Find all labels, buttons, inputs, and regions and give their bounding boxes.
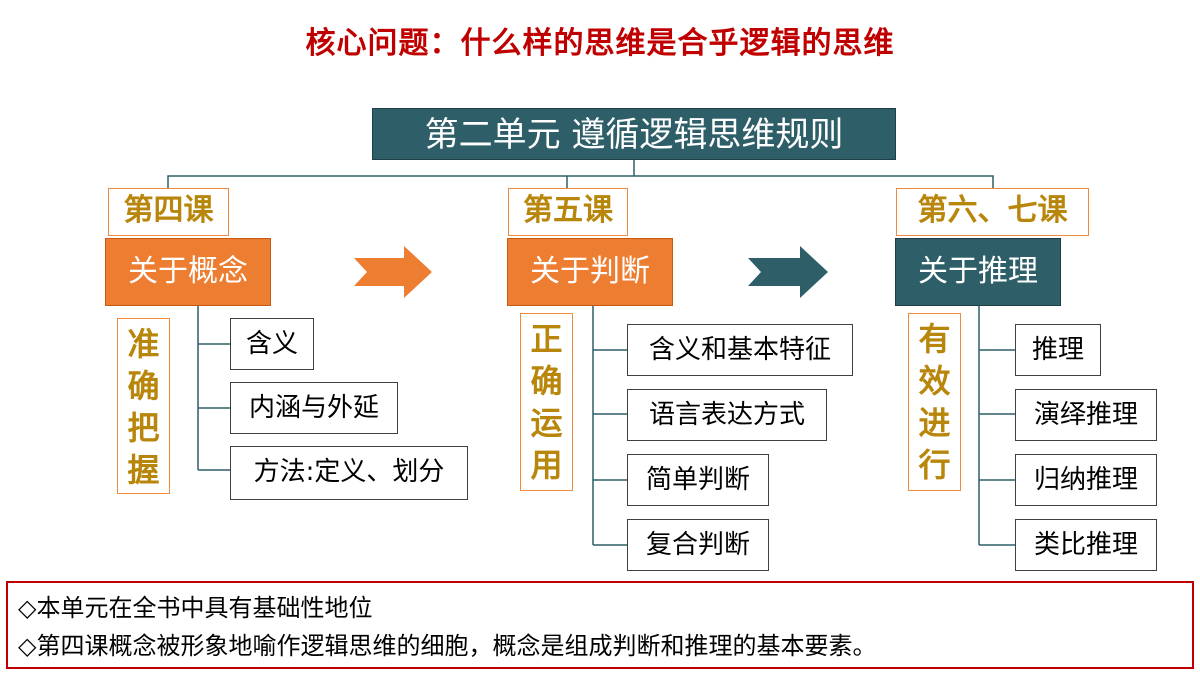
arrow-right-orange	[354, 246, 432, 298]
lesson-1-item: 方法:定义、划分	[230, 446, 468, 500]
principle-char: 正	[530, 320, 563, 358]
lesson-tag-3: 第六、七课	[896, 188, 1089, 236]
principle-char: 有	[918, 320, 951, 358]
summary-note-line: ◇第四课概念被形象地喻作逻辑思维的细胞，概念是组成判断和推理的基本要素。	[18, 632, 877, 660]
principle-char: 运	[530, 404, 563, 442]
principle-char: 用	[530, 446, 563, 484]
principle-char: 进	[918, 404, 951, 442]
summary-note-line: ◇本单元在全书中具有基础性地位	[18, 594, 373, 622]
page-title: 核心问题：什么样的思维是合乎逻辑的思维	[305, 26, 895, 61]
lesson-topic-2: 关于判断	[507, 238, 673, 306]
lesson-3-item: 演绎推理	[1015, 389, 1157, 441]
principle-char: 效	[918, 362, 951, 400]
principle-char: 确	[127, 367, 160, 405]
lesson-1-item: 内涵与外延	[230, 382, 398, 434]
lesson-tag-1: 第四课	[108, 188, 229, 236]
arrow-right-teal	[748, 246, 828, 298]
lesson-3-item: 类比推理	[1015, 519, 1157, 571]
principle-char: 确	[530, 362, 563, 400]
principle-char: 握	[127, 451, 160, 489]
lesson-topic-1: 关于概念	[105, 238, 271, 306]
principle-char: 准	[127, 325, 160, 363]
lesson-1-item: 含义	[230, 318, 314, 370]
unit-title-box: 第二单元 遵循逻辑思维规则	[372, 108, 896, 160]
lesson-3-item: 推理	[1015, 324, 1101, 376]
lesson-2-item: 含义和基本特征	[627, 324, 853, 376]
lesson-2-item: 复合判断	[627, 519, 769, 571]
principle-tag-2: 正 确 运 用	[520, 313, 573, 491]
principle-tag-1: 准 确 把 握	[117, 318, 170, 494]
summary-note-box: ◇本单元在全书中具有基础性地位 ◇第四课概念被形象地喻作逻辑思维的细胞，概念是组…	[6, 581, 1194, 669]
principle-char: 行	[918, 446, 951, 484]
principle-tag-3: 有 效 进 行	[908, 313, 961, 491]
lesson-3-item: 归纳推理	[1015, 454, 1157, 506]
lesson-2-item: 简单判断	[627, 454, 769, 506]
lesson-2-item: 语言表达方式	[627, 389, 827, 441]
lesson-topic-3: 关于推理	[895, 238, 1061, 306]
principle-char: 把	[127, 409, 160, 447]
lesson-tag-2: 第五课	[508, 188, 628, 236]
